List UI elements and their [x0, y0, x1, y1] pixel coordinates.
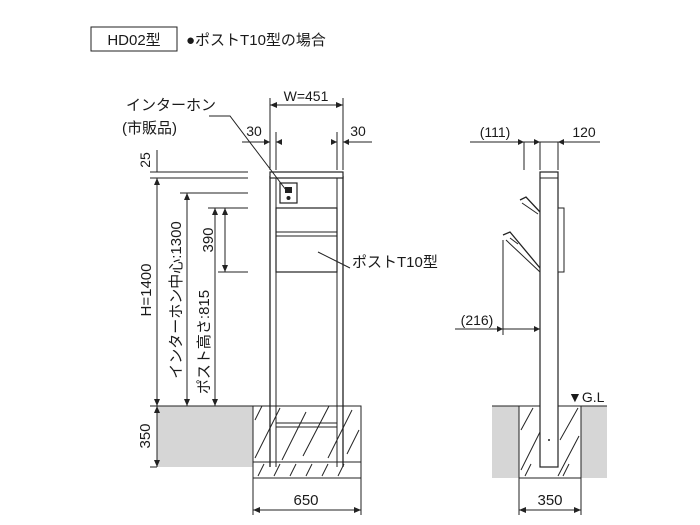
side-mailbox-body	[557, 207, 565, 273]
side-foundation-width: 350	[537, 492, 562, 509]
width-dimension: W=451	[284, 88, 329, 104]
side-mailbox-flap-bottom	[502, 231, 541, 269]
front-foundation	[252, 405, 362, 468]
intercom-note: (市販品)	[122, 120, 177, 137]
model-badge-frame	[90, 26, 178, 52]
front-foundation-depth: 350	[137, 423, 154, 448]
side-mailbox-offset: (216)	[461, 312, 494, 328]
mailbox-body	[275, 207, 338, 273]
ground-level-label: ▼G.L	[568, 389, 605, 405]
side-foundation-hatch	[520, 407, 580, 477]
height-dimension: H=1400	[138, 264, 155, 317]
offset-right-dimension: 30	[350, 123, 366, 139]
model-badge: HD02型	[107, 32, 160, 49]
side-post-size: 120	[572, 124, 596, 140]
side-post	[539, 171, 559, 468]
front-top-rail	[269, 171, 344, 179]
offset-left-dimension: 30	[246, 123, 262, 139]
post-height-dimension: ポスト高さ:815	[196, 290, 213, 394]
side-left-offset: (111)	[480, 124, 511, 140]
front-view: W=451 30 30 インターホン (市販品) ポストT10型 25	[122, 88, 438, 515]
side-view: (111) 120 (216) ▼G.L 350	[455, 124, 607, 515]
drawing-subtitle: ●ポストT10型の場合	[186, 32, 326, 49]
intercom-button-icon	[286, 196, 291, 200]
intercom-label: インターホン	[126, 97, 216, 114]
post-span-dimension: 390	[200, 227, 217, 252]
mailbox-label: ポストT10型	[352, 254, 438, 271]
front-foundation-width: 650	[293, 492, 318, 509]
side-mailbox-flap-top	[519, 196, 541, 213]
top-gap-dimension: 25	[137, 152, 153, 168]
header: HD02型 ●ポストT10型の場合	[90, 26, 326, 52]
front-foundation-base	[252, 461, 362, 479]
intercom-center-dimension: インターホン中心:1300	[168, 221, 185, 379]
intercom-camera-icon	[285, 187, 292, 193]
